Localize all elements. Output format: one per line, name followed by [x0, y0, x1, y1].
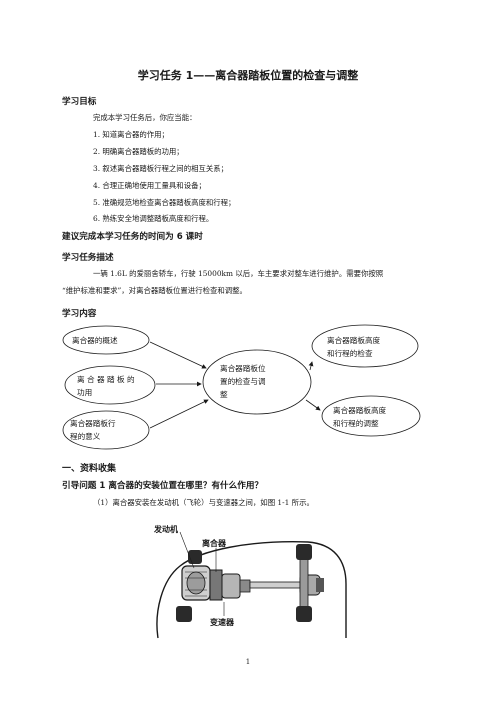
goals-heading: 学习目标: [62, 97, 97, 107]
node-ellipse: [311, 324, 419, 368]
goal-item: 4. 合理正确地使用工量具和设备；: [93, 181, 206, 190]
label-clutch: 离合器: [202, 538, 227, 548]
goals-intro: 完成本学习任务后，你应当能：: [93, 113, 197, 122]
node-center: 离合器踏板位: [220, 363, 266, 373]
node-check: 离合器踏板高度: [327, 335, 381, 345]
node-ellipse: [64, 365, 156, 405]
goal-item: 2. 明确离合器踏板的功用；: [93, 147, 184, 156]
node-pedal-travel: 程的意义: [70, 431, 101, 441]
content-heading: 学习内容: [62, 309, 97, 319]
time-note: 建议完成本学习任务的时间为 6 课时: [62, 232, 203, 242]
node-pedal-function: 离 合 器 踏 板 的: [77, 374, 135, 384]
node-overview: 离合器的概述: [72, 335, 118, 345]
car-outline: [156, 541, 347, 639]
desc-line: “维护标准和要求”，对离合器踏板位置进行检查和调整。: [62, 286, 247, 295]
node-adjust: 离合器踏板高度: [333, 405, 387, 415]
flow-arrow: [308, 361, 314, 371]
engine-pulley: [186, 571, 206, 595]
flow-arrow: [305, 399, 321, 411]
drive-shaft: [249, 581, 303, 589]
node-center: 整: [220, 389, 228, 399]
wheel: [296, 544, 312, 560]
clutch-housing: [209, 569, 223, 601]
question-answer: （1）离合器安装在发动机（飞轮）与变速器之间，如图 1-1 所示。: [93, 498, 314, 507]
goal-item: 3. 叙述离合器踏板行程之间的相互关系；: [93, 164, 229, 173]
leader-line: [179, 531, 195, 569]
node-pedal-function: 功用: [77, 387, 92, 397]
node-ellipse: [62, 325, 150, 355]
goal-item: 6. 熟练安全地调整踏板高度和行程。: [93, 214, 214, 223]
page-number: 1: [245, 658, 251, 666]
gearbox-tail: [239, 579, 251, 593]
desc-heading: 学习任务描述: [62, 253, 114, 263]
flow-arrow: [149, 399, 209, 429]
gearbox-body: [221, 573, 241, 599]
wheel: [176, 606, 192, 622]
goal-item: 1. 知道离合器的作用；: [93, 130, 169, 139]
content-diagram: 离合器的概述 离 合 器 踏 板 的 功用 离合器踏板行 程的意义 离合器踏板位…: [62, 324, 421, 450]
goal-item: 5. 准确规范地检查离合器踏板高度和行程；: [93, 198, 236, 207]
document-title: 学习任务 1——离合器踏板位置的检查与调整: [137, 69, 359, 82]
node-pedal-travel: 离合器踏板行: [70, 418, 116, 428]
guide-question: 引导问题 1 离合器的安装位置在哪里？有什么作用？: [62, 481, 264, 491]
rear-bracket: [316, 578, 324, 592]
node-ellipse: [202, 349, 312, 415]
wheel: [296, 606, 312, 622]
label-gearbox: 变速器: [210, 617, 235, 627]
wheel: [188, 550, 202, 564]
flow-arrow: [149, 341, 207, 369]
section-heading: 一、资料收集: [62, 464, 117, 474]
desc-line: 一辆 1.6L 的爱丽舍轿车，行驶 15000km 以后，车主要求对整车进行维护…: [93, 269, 384, 278]
node-center: 置的检查与调: [220, 376, 266, 386]
node-adjust: 和行程的调整: [333, 418, 379, 428]
node-check: 和行程的检查: [327, 348, 373, 358]
node-ellipse: [321, 395, 421, 437]
label-engine: 发动机: [153, 524, 178, 534]
clutch-position-figure: 发动机 离合器 变速器: [153, 524, 347, 639]
engine-ribs: [185, 571, 207, 597]
node-ellipse: [62, 410, 150, 450]
